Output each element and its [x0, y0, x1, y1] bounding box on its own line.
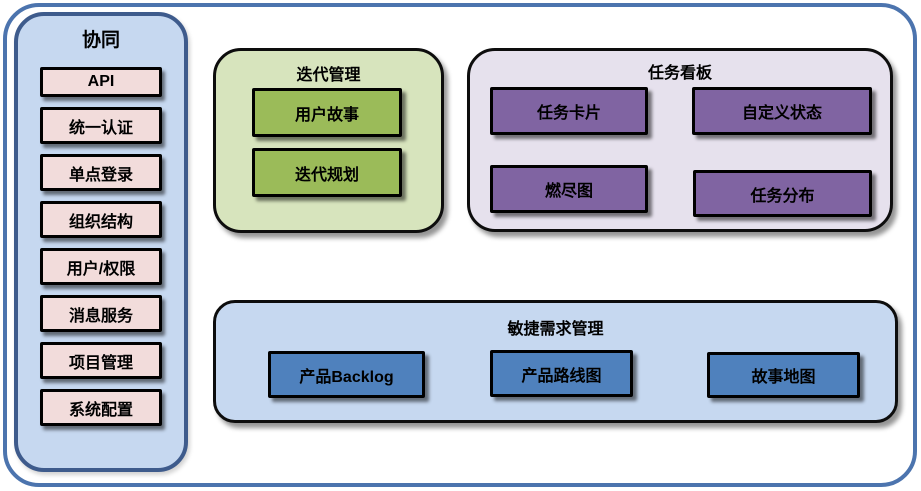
group-title-task-board: 任务看板	[647, 65, 712, 82]
sidebar-item-message-service: 消息服务	[40, 295, 162, 332]
item-task-card: 任务卡片	[490, 87, 648, 135]
item-task-distribution: 任务分布	[693, 170, 872, 217]
sidebar-item-org-structure: 组织结构	[40, 201, 162, 238]
item-story-map: 故事地图	[707, 352, 860, 398]
group-agile-requirements: 敏捷需求管理 产品Backlog 产品路线图 故事地图	[213, 300, 898, 423]
item-product-roadmap: 产品路线图	[490, 350, 633, 397]
sidebar-item-project-management: 项目管理	[40, 342, 162, 379]
item-burndown-chart: 燃尽图	[490, 165, 648, 213]
group-title-iteration-management: 迭代管理	[296, 67, 361, 84]
sidebar-item-user-permissions: 用户/权限	[40, 248, 162, 285]
sidebar-item-unified-auth: 统一认证	[40, 107, 162, 144]
group-task-board: 任务看板 任务卡片 自定义状态 燃尽图 任务分布	[467, 48, 893, 232]
item-user-story: 用户故事	[252, 88, 402, 137]
item-product-backlog: 产品Backlog	[268, 351, 425, 398]
sidebar-item-api: API	[40, 67, 162, 97]
sidebar-title: 协同	[81, 30, 120, 51]
group-iteration-management: 迭代管理 用户故事 迭代规划	[213, 48, 444, 233]
item-custom-status: 自定义状态	[692, 87, 872, 135]
sidebar-list: API 统一认证 单点登录 组织结构 用户/权限 消息服务 项目管理 系统配置	[18, 67, 184, 426]
item-iteration-planning: 迭代规划	[252, 148, 402, 197]
sidebar-collaboration: 协同 API 统一认证 单点登录 组织结构 用户/权限 消息服务 项目管理 系统…	[14, 12, 188, 472]
group-title-agile-requirements: 敏捷需求管理	[507, 321, 604, 338]
sidebar-item-sso: 单点登录	[40, 154, 162, 191]
sidebar-item-system-config: 系统配置	[40, 389, 162, 426]
